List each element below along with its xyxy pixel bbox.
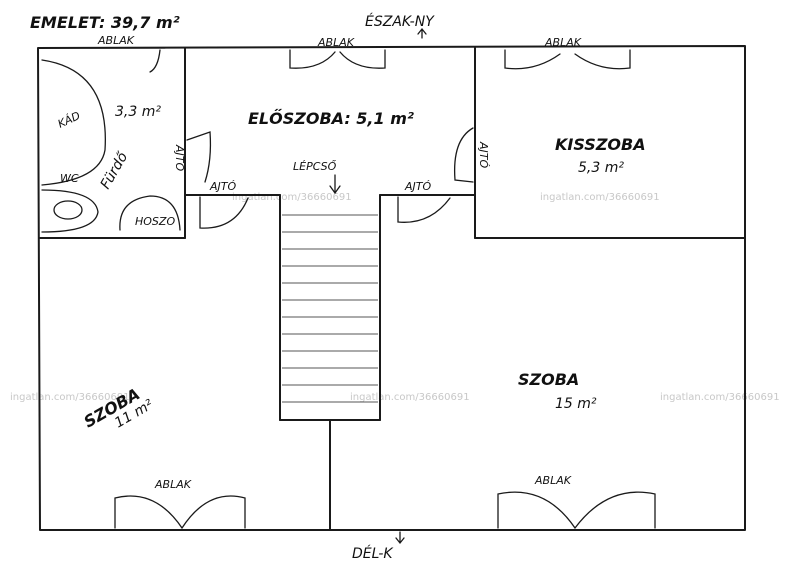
south-arrow-icon [395, 531, 405, 545]
watermark-3: ingatlan.com/36660691 [10, 392, 130, 403]
window-label-top-mid: ABLAK [317, 36, 355, 49]
window-label-bottom-left: ABLAK [154, 478, 192, 491]
room-label-szoba-right: SZOBA [518, 370, 579, 389]
bathroom-fixtures [41, 59, 181, 233]
door-label-bath: AJTÓ [173, 144, 186, 171]
room-label-wc: WC [60, 172, 79, 185]
north-label: ÉSZAK-NY [365, 13, 435, 30]
watermark-2: ingatlan.com/36660691 [540, 192, 660, 203]
door-label-left: AJTÓ [209, 180, 236, 193]
door-label-kisszoba: AJTÓ [477, 141, 490, 168]
wc-icon [41, 189, 99, 233]
outer-walls [37, 45, 746, 531]
room-label-hoszo: HOSZO [135, 215, 175, 228]
floor-area-label: EMELET: 39,7 m² [30, 13, 180, 32]
room-label-eloszoba: ELŐSZOBA: 5,1 m² [248, 108, 414, 128]
door-label-right: AJTÓ [404, 180, 431, 193]
stair-arrow-icon [329, 174, 341, 195]
doors [186, 127, 474, 229]
room-label-kisszoba-area: 5,3 m² [578, 160, 624, 176]
watermark-1: ingatlan.com/36660691 [232, 192, 352, 203]
window-label-bottom-right: ABLAK [534, 474, 572, 487]
watermark-4: ingatlan.com/36660691 [350, 392, 470, 403]
bathtub-icon [41, 59, 106, 186]
room-label-kad: KÁD [56, 109, 83, 131]
interior-walls [39, 47, 746, 531]
south-label: DÉL-K [352, 545, 394, 562]
window-label-top-right: ABLAK [544, 36, 582, 49]
wc-bowl-icon [53, 200, 83, 220]
bath-area-label: 3,3 m² [115, 104, 161, 120]
north-arrow-icon [417, 27, 427, 39]
room-label-lepcso: LÉPCSŐ [293, 159, 337, 173]
window-label-top-left: ABLAK [97, 34, 135, 47]
room-label-furdo: Fürdő [98, 149, 132, 192]
room-label-szoba-right-area: 15 m² [555, 396, 597, 412]
windows [89, 47, 656, 529]
room-label-kisszoba: KISSZOBA [555, 135, 646, 154]
staircase [282, 174, 378, 403]
sink-icon [119, 195, 181, 231]
watermark-5: ingatlan.com/36660691 [660, 392, 780, 403]
